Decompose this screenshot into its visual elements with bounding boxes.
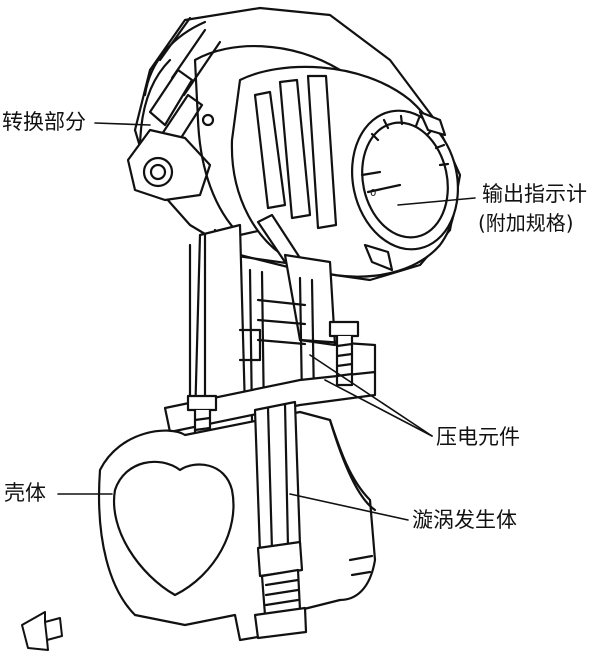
label-converter: 转换部分 <box>2 110 86 134</box>
label-piezo: 压电元件 <box>436 425 520 449</box>
label-indicator: 输出指示计 <box>482 182 587 206</box>
label-indicator-spec: (附加规格) <box>478 211 574 235</box>
leader-vortex <box>289 493 409 521</box>
indicator-cover: 0 <box>230 65 460 278</box>
shell-body <box>97 410 377 642</box>
flow-arrow-icon <box>21 611 63 651</box>
leader-lines <box>57 122 476 521</box>
support-stem <box>188 223 337 422</box>
leader-piezo-b <box>324 379 433 437</box>
svg-text:0: 0 <box>370 188 376 199</box>
label-vortex: 漩涡发生体 <box>412 508 517 532</box>
vortex-shedder <box>253 400 308 640</box>
leader-indicator <box>397 197 476 206</box>
label-shell: 壳体 <box>4 481 46 505</box>
leader-piezo-a <box>309 354 433 437</box>
leader-converter <box>94 122 151 126</box>
